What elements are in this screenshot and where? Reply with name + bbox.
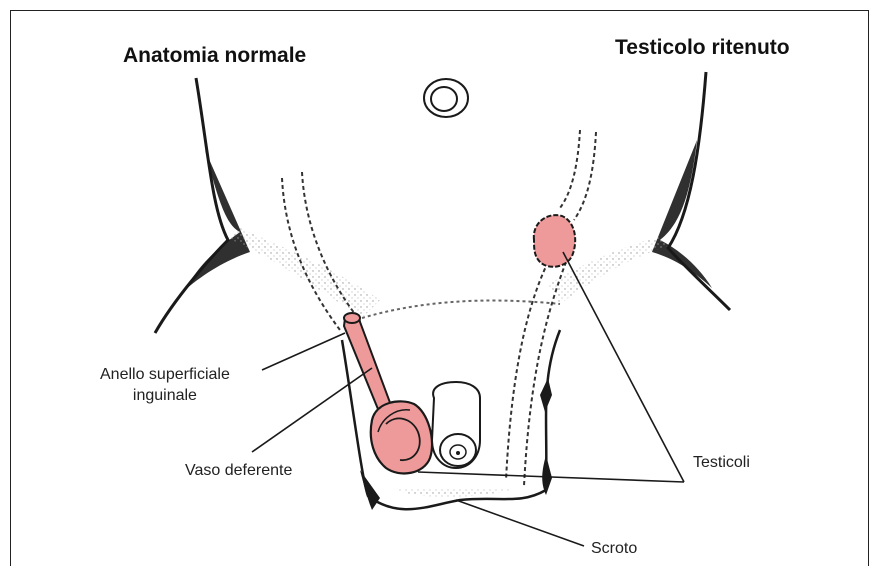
label-testes: Testicoli — [693, 454, 750, 472]
penis — [432, 382, 480, 468]
left-testis — [371, 401, 432, 473]
left-flank — [155, 78, 250, 333]
label-ring-line1: Anello superficiale — [100, 364, 230, 385]
label-scrotum: Scroto — [591, 540, 637, 558]
right-inguinal-canal — [506, 130, 596, 486]
label-vas-deferens: Vaso deferente — [185, 462, 292, 480]
umbilicus — [424, 79, 468, 117]
right-flank — [652, 72, 730, 310]
label-ring-line2: inguinale — [100, 385, 230, 406]
right-testis — [534, 215, 575, 267]
title-normal-anatomy: Anatomia normale — [123, 44, 306, 68]
title-undescended-testis: Testicolo ritenuto — [615, 36, 790, 60]
label-superficial-inguinal-ring: Anello superficiale inguinale — [100, 364, 230, 406]
